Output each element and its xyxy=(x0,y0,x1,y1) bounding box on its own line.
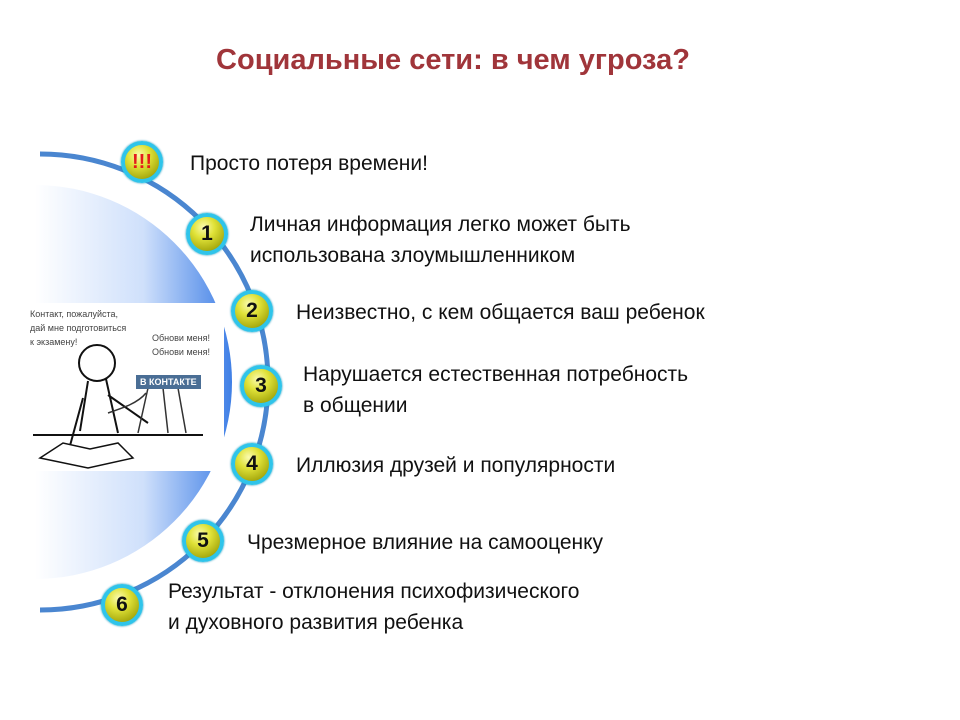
item-text: Иллюзия друзей и популярности xyxy=(296,454,616,477)
badge-4: 4 xyxy=(231,443,273,485)
comic-update-text: Обнови меня!Обнови меня! xyxy=(152,333,210,357)
stick-figure-drawing xyxy=(33,344,203,469)
comic-caption: Контакт, пожалуйста,дай мне подготовитьс… xyxy=(30,309,127,347)
vkontakte-logo: В КОНТАКТЕ xyxy=(136,375,201,389)
badge-2: 2 xyxy=(231,290,273,332)
badge-3: 3 xyxy=(240,365,282,407)
badge-alert: !!! xyxy=(121,141,163,183)
badge-1: 1 xyxy=(186,213,228,255)
item-text: Неизвестно, с кем общается ваш ребенок xyxy=(296,301,705,324)
badge-5: 5 xyxy=(182,520,224,562)
badge-6: 6 xyxy=(101,584,143,626)
slide-title: Социальные сети: в чем угроза? xyxy=(216,44,690,76)
item-text: Просто потеря времени! xyxy=(190,152,428,175)
item-text: Чрезмерное влияние на самооценку xyxy=(247,531,604,554)
